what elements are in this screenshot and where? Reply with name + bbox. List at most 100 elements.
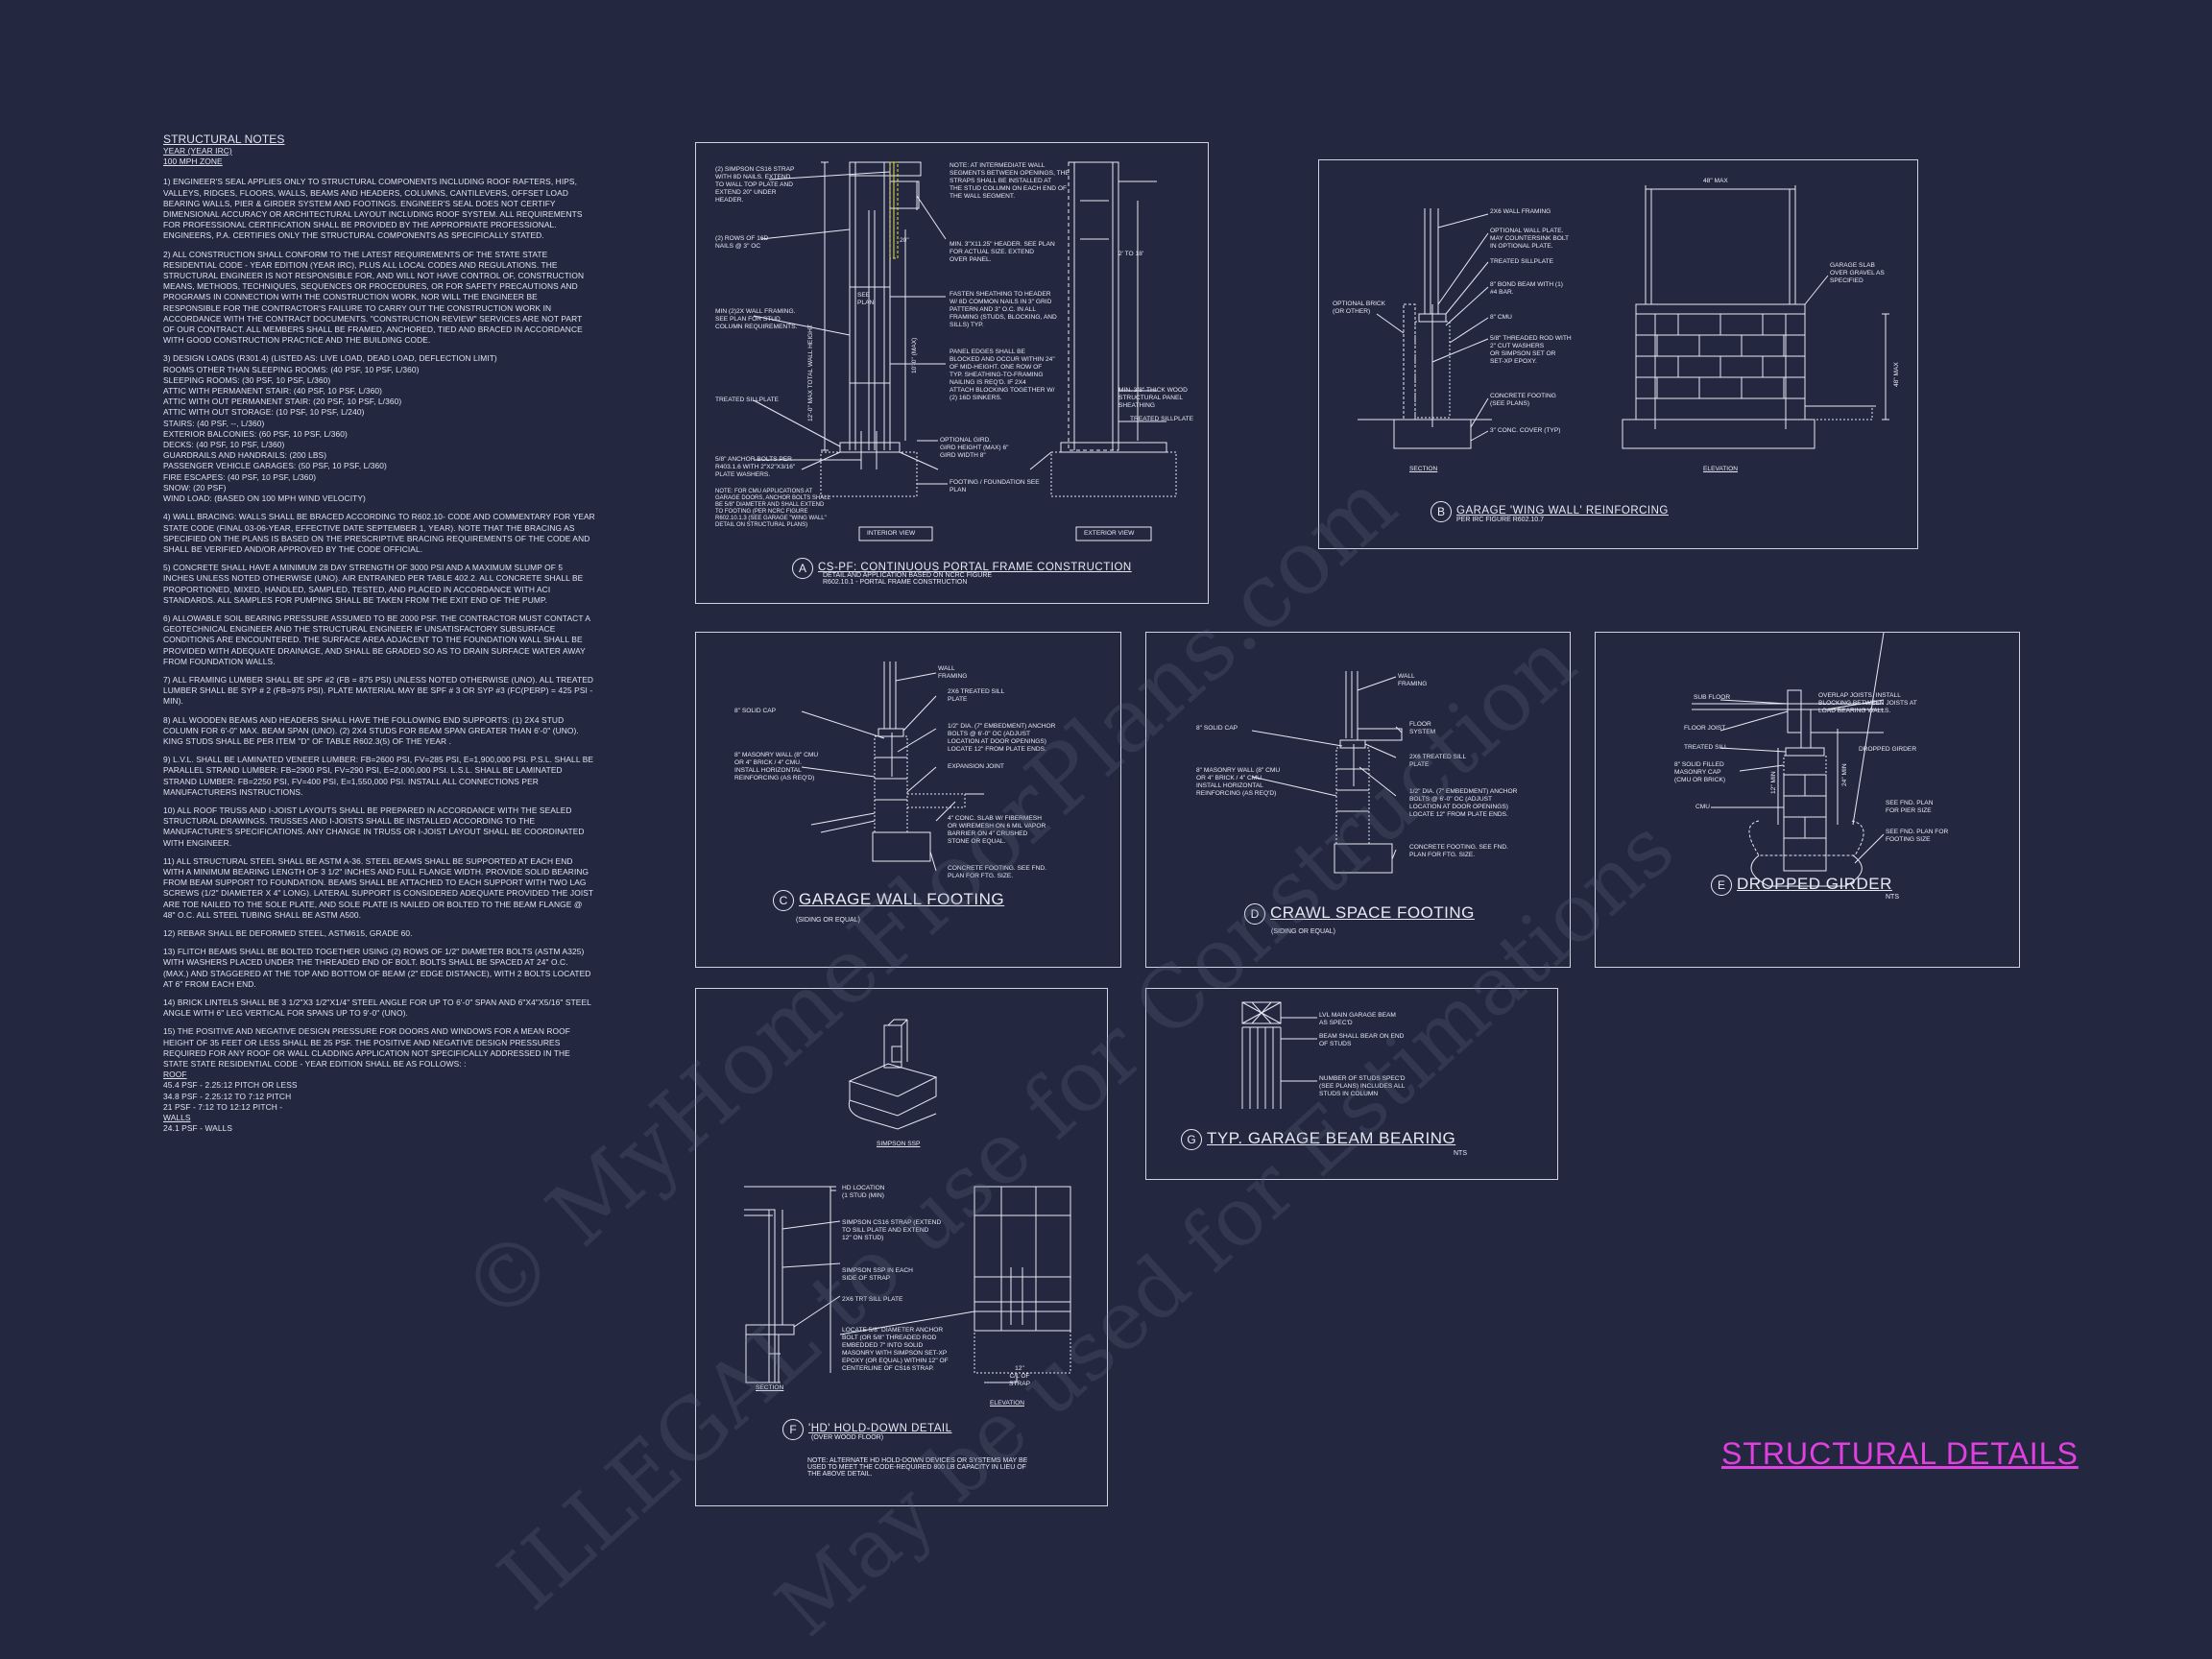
detail-c-panel: WALL FRAMING 2x6 TREATED SILL PLATE 8" S… [695,632,1121,968]
roof-heading: ROOF [163,1070,187,1080]
detail-a-label-sillplate-ext: TREATED SILLPLATE [1130,416,1194,422]
note-12: 12) REBAR SHALL BE DEFORMED STEEL, ASTM6… [163,928,413,938]
detail-b-label-garage-slab: GARAGE SLAB OVER GRAVEL AS SPECIFIED [1830,262,1885,284]
detail-a-label-cmu-note: NOTE: FOR CMU APPLICATIONS AT GARAGE DOO… [715,489,830,528]
detail-b-marker: B [1431,501,1452,522]
detail-b-dim-width: 48" MAX [1703,178,1728,184]
detail-g-label-lvl-beam: LVL MAIN GARAGE BEAM AS SPEC'D [1319,1012,1396,1026]
detail-f-title-text: 'HD' HOLD-DOWN DETAIL [808,1423,952,1434]
detail-c-drawing [801,661,984,872]
detail-e-label-floor-joist: FLOOR JOIST [1684,725,1726,732]
detail-c-label-wall-framing: WALL FRAMING [938,665,968,680]
detail-a-label-wall-framing: MIN (2)2X WALL FRAMING. SEE PLAN FOR STU… [715,308,798,330]
detail-d-subtitle: (SIDING OR EQUAL) [1271,928,1335,935]
detail-a-title-text: CS-PF: CONTINUOUS PORTAL FRAME CONSTRUCT… [818,562,1132,573]
detail-d-label-sill-plate: 2x6 TREATED SILL PLATE [1409,754,1467,768]
detail-e-label-pier-size: SEE FND. PLAN FOR PIER SIZE [1886,800,1934,814]
note-13: 13) FLITCH BEAMS SHALL BE BOLTED TOGETHE… [163,947,591,989]
detail-d-label-floor-system: FLOOR SYSTEM [1409,721,1436,735]
note-4: 4) WALL BRACING: WALLS SHALL BE BRACED A… [163,512,595,554]
detail-g-marker: G [1181,1129,1202,1150]
detail-e-drawing [1692,633,1885,887]
detail-a-label-girder: OPTIONAL GIRD. GIRD HEIGHT (MAX) 6" GIRD… [940,437,1009,459]
detail-d-label-anchor-bolts: 1/2" DIA. (7" EMBEDMENT) ANCHOR BOLTS @ … [1409,788,1518,818]
detail-a-label-anchor-bolts: 5/8" ANCHOR BOLTS PER R403.1.6 WITH 2"x2… [715,456,796,478]
detail-c-label-expansion-joint: EXPANSION JOINT [948,763,1004,770]
detail-c-label-anchor-bolts: 1/2" DIA. (7" EMBEDMENT) ANCHOR BOLTS @ … [948,723,1056,753]
detail-d-drawing [1251,671,1403,874]
detail-d-title-text: CRAWL SPACE FOOTING [1270,903,1475,922]
walls-heading: WALLS [163,1113,191,1123]
detail-a-panel: (2) SIMPSON CS16 STRAP WITH 8d NAILS. EX… [695,142,1209,604]
note-3: 3) DESIGN LOADS (R301.4) (LISTED AS: LIV… [163,353,497,504]
detail-a-label-panel-edges: PANEL EDGES SHALL BE BLOCKED AND OCCUR W… [950,349,1055,401]
detail-b-title: B GARAGE 'WING WALL' REINFORCING [1431,501,1669,522]
detail-b-label-conc-cover: 3" CONC. COVER (TYP) [1490,427,1561,434]
notes-title: STRUCTURAL NOTES [163,132,285,146]
note-1: 1) ENGINEER'S SEAL APPLIES ONLY TO STRUC… [163,177,583,241]
detail-b-label-threaded-rod: 5/8" THREADED ROD WITH 2" CUT WASHERS OR… [1490,335,1572,365]
detail-c-subtitle: (SIDING OR EQUAL) [796,917,860,924]
detail-e-title-text: DROPPED GIRDER [1737,875,1892,893]
detail-a-label-interior-view: INTERIOR VIEW [867,530,916,537]
detail-d-label-masonry-wall: 8" MASONRY WALL (8" CMU OR 4" BRICK / 4"… [1196,767,1281,797]
detail-a-label-footing: FOOTING / FOUNDATION SEE PLAN [950,479,1040,493]
detail-a-label-exterior-view: EXTERIOR VIEW [1084,530,1135,537]
notes-subtitle-year: YEAR (YEAR IRC) [163,146,232,156]
note-2: 2) ALL CONSTRUCTION SHALL CONFORM TO THE… [163,249,585,346]
detail-f-label-anchor-bolt: LOCATE 5/8" DIAMETER ANCHOR BOLT (OR 5/8… [842,1327,949,1372]
detail-a-label-sillplate: TREATED SILLPLATE [715,397,780,403]
detail-e-title: E DROPPED GIRDER [1711,875,1892,896]
detail-d-label-solid-cap: 8" SOLID CAP [1196,725,1238,732]
detail-g-label-number-studs: NUMBER OF STUDS SPEC'D (SEE PLANS) INCLU… [1319,1075,1406,1097]
detail-c-label-solid-cap: 8" SOLID CAP [734,708,777,714]
detail-f-subtitle: (OVER WOOD FLOOR) [811,1434,884,1441]
detail-e-label-overlap-joists: OVERLAP JOISTS, INSTALL BLOCKING BETWEEN… [1818,692,1917,714]
detail-e-label-footing-size: SEE FND. PLAN FOR FOOTING SIZE [1886,829,1949,843]
detail-c-marker: C [773,890,794,911]
detail-b-label-section: SECTION [1409,466,1438,472]
detail-a-dim-span: 2' TO 18' [1118,251,1144,257]
detail-c-label-footing: CONCRETE FOOTING. SEE FND. PLAN FOR FTG.… [948,865,1046,879]
detail-e-label-sub-floor: SUB FLOOR [1694,694,1731,701]
detail-e-label-masonry-cap: 8" SOLID FILLED MASONRY CAP (CMU OR BRIC… [1674,761,1726,783]
detail-c-label-masonry-wall: 8" MASONRY WALL (8" CMU OR 4" BRICK / 4"… [734,752,819,781]
detail-a-marker: A [792,558,813,579]
detail-f-marker: F [782,1419,804,1440]
detail-a-label-nails: (2) ROWS OF 16d NAILS @ 3" OC [715,235,769,250]
note-7: 7) ALL FRAMING LUMBER SHALL BE SPF #2 (F… [163,674,594,707]
detail-b-panel: 2x6 WALL FRAMING OPTIONAL WALL PLATE. MA… [1318,159,1918,549]
detail-d-marker: D [1244,903,1265,925]
detail-g-title-text: TYP. GARAGE BEAM BEARING [1207,1129,1456,1147]
detail-f-label-ssp-each-side: SIMPSON SSP IN EACH SIDE OF STRAP [842,1267,913,1282]
detail-f-label-hd-location: HD LOCATION (1 STUD (MIN) [842,1185,885,1199]
detail-d-label-wall-framing: WALL FRAMING [1398,673,1428,687]
detail-f-label-sill-plate: 2x6 TRT SILL PLATE [842,1296,903,1303]
detail-g-drawing [1241,1001,1317,1109]
detail-a-label-strap: (2) SIMPSON CS16 STRAP WITH 8d NAILS. EX… [715,166,795,204]
detail-b-label-wall-plate: OPTIONAL WALL PLATE. MAY COUNTERSINK BOL… [1490,228,1570,250]
detail-a-drawing [753,161,1177,541]
detail-f-label-elevation: ELEVATION [990,1400,1025,1407]
detail-f-title: F 'HD' HOLD-DOWN DETAIL [782,1419,952,1440]
detail-f-label-simpson-ssp: SIMPSON SSP [877,1141,921,1147]
detail-e-label-dropped-girder: DROPPED GIRDER [1859,746,1917,753]
detail-b-label-cmu: 8" CMU [1490,314,1512,321]
detail-a-dim-max: 10'-0" (MAX) [911,337,918,373]
detail-g-title: G TYP. GARAGE BEAM BEARING [1181,1129,1455,1150]
detail-e-dim-12: 12" MIN [1770,771,1777,794]
detail-g-subtitle: NTS [1454,1150,1467,1157]
note-11: 11) ALL STRUCTURAL STEEL SHALL BE ASTM A… [163,855,593,920]
detail-f-drawing [744,1019,1071,1383]
note-10: 10) ALL ROOF TRUSS AND I-JOIST LAYOUTS S… [163,805,585,848]
detail-e-label-treated-sill: TREATED SILL [1684,744,1728,751]
detail-f-dim-strap: 12" C/L OF STRAP [1009,1365,1030,1387]
detail-b-drawing [1358,185,1889,449]
detail-b-dim-height: 48" MAX [1893,362,1900,387]
detail-g-panel: LVL MAIN GARAGE BEAM AS SPEC'D BEAM SHAL… [1145,988,1558,1180]
detail-a-label-intermediate-note: NOTE: AT INTERMEDIATE WALL SEGMENTS BETW… [950,162,1070,200]
note-8: 8) ALL WOODEN BEAMS AND HEADERS SHALL HA… [163,714,579,746]
detail-b-label-concrete-footing: CONCRETE FOOTING (SEE PLANS) [1490,393,1556,407]
detail-d-title: D CRAWL SPACE FOOTING [1244,903,1475,925]
detail-b-label-optional-brick: OPTIONAL BRICK (OR OTHER) [1333,301,1386,315]
